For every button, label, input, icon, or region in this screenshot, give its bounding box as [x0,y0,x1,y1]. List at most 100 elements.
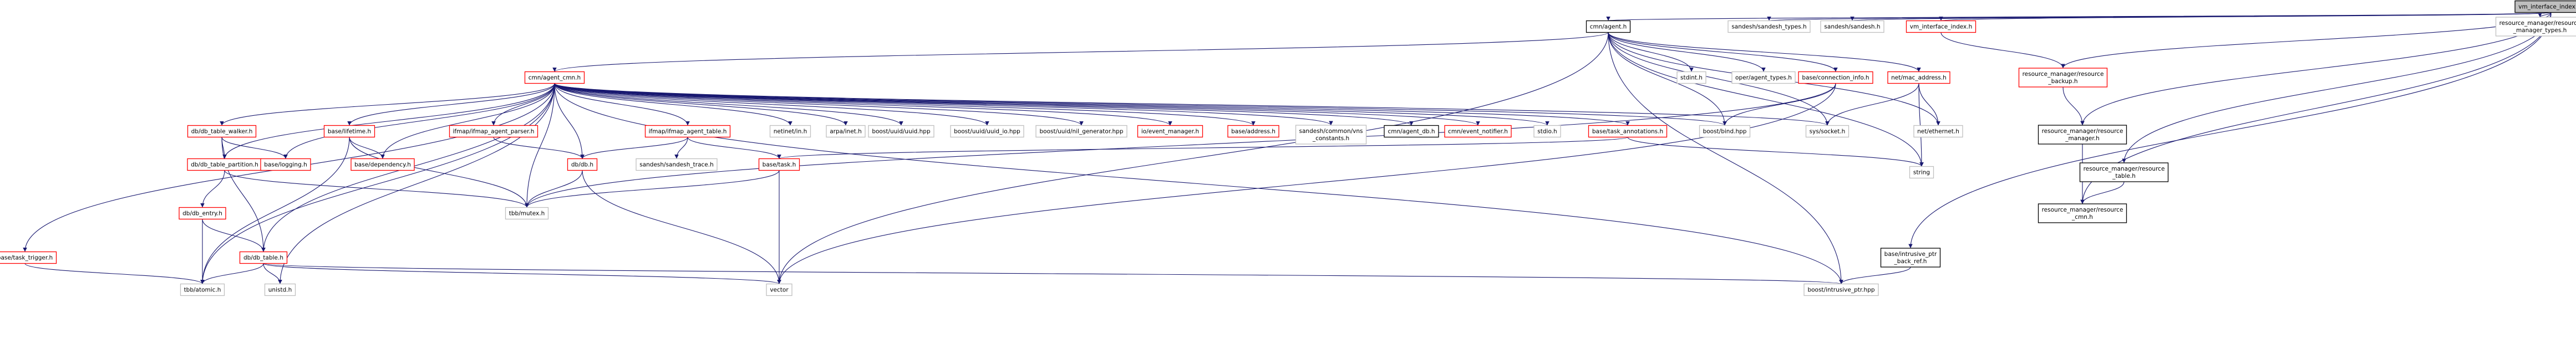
node-box [323,125,375,138]
node-rm_table[interactable]: resource_manager/resource_table.h [2079,162,2169,182]
node-sandesh_types: sandesh/sandesh_types.h [1728,20,1811,33]
node-cmn_agent[interactable]: cmn/agent.h [1586,20,1631,33]
edge-agent_cmn-to-base_lifetime [347,83,555,126]
node-base_task[interactable]: base/task.h [758,158,800,171]
node-label: _table.h [2112,173,2136,180]
node-label: base/intrusive_ptr [1884,251,1937,258]
node-ifmap_agent_parser[interactable]: ifmap/ifmap_agent_parser.h [449,125,538,138]
node-label: _manager.h [2065,135,2099,142]
node-conn_info[interactable]: base/connection_info.h [1798,71,1873,84]
node-label: sandesh/sandesh_types.h [1731,24,1806,30]
node-label: sandesh/sandesh_trace.h [639,162,714,168]
edge-agent_cmn-to-ifmap_agent_parser [491,83,555,126]
node-label: boost/uuid/uuid_io.hpp [954,129,1020,135]
edge-cmn_agent-to-mac_address [1608,32,1921,72]
node-box [505,207,549,220]
edge-db_table-to-vector [263,263,781,284]
node-box [826,125,866,138]
node-label: base/task_annotations.h [1592,129,1663,135]
node-db_table[interactable]: db/db_table.h [239,251,288,264]
node-label: base/dependency.h [354,162,411,168]
node-rm_manager[interactable]: resource_manager/resource_manager.h [2038,125,2127,145]
edge-agent_cmn-to-unistd [278,83,555,284]
node-db_db[interactable]: db/db.h [567,158,598,171]
node-label: resource_manager/resource [2023,71,2104,78]
node-event_notifier[interactable]: cmn/event_notifier.h [1444,125,1512,138]
node-rm_backup[interactable]: resource_manager/resource_backup.h [2018,68,2108,88]
edge-db_table_walker-to-db_table [221,137,266,252]
node-vm_interface_index_h[interactable]: vm_interface_index.h [1906,20,1977,33]
node-box [1227,125,1279,138]
node-base_address[interactable]: base/address.h [1227,125,1279,138]
edge-cmn_agent-to-boost_bind [1608,32,1727,126]
node-label: vm_interface_index.cc [2518,4,2576,11]
node-base_lifetime[interactable]: base/lifetime.h [323,125,375,138]
node-db_table_walker[interactable]: db/db_table_walker.h [187,125,257,138]
node-io_event_manager[interactable]: io/event_manager.h [1137,125,1203,138]
node-label: boost/intrusive_ptr.hpp [1807,287,1874,294]
node-task_trigger[interactable]: base/task_trigger.h [0,251,57,264]
node-label: tbb/mutex.h [509,211,545,217]
node-intrusive_ptr_back_ref[interactable]: base/intrusive_ptr_back_ref.h [1880,248,1941,268]
node-sys_socket: sys/socket.h [1805,125,1850,138]
node-box [1295,125,1367,145]
edge-base_lifetime-to-base_dependency [349,137,385,159]
node-box [2495,17,2576,37]
edge-db_entry-to-db_table [202,219,266,252]
edge-agent_cmn-to-uuid_gen [554,83,1084,126]
edge-ifmap_agent_table-to-sandesh_trace [674,137,688,159]
node-boost_bind: boost/bind.hpp [1699,125,1751,138]
edge-cmn_agent-to-stdint [1608,32,1694,72]
node-agent_db[interactable]: cmn/agent_db.h [1384,125,1439,138]
edge-root-to-vm_interface_index_h [1939,12,2552,22]
node-box [1880,248,1941,268]
edge-agent_cmn-to-arpa_inet [554,83,848,126]
node-label: stdint.h [1680,75,1703,81]
node-box [1384,125,1439,138]
node-label: db/db_table.h [243,255,283,261]
edge-agent_cmn-to-io_event_manager [554,83,1172,126]
node-root[interactable]: vm_interface_index.cc [2514,0,2576,13]
node-label: db/db_table_walker.h [191,129,253,135]
node-box [1533,125,1561,138]
node-box [1588,125,1668,138]
edge-base_lifetime-to-tbb_atomic [200,137,350,284]
node-mac_address[interactable]: net/mac_address.h [1887,71,1950,84]
node-base_logging[interactable]: base/logging.h [260,158,311,171]
node-box [239,251,288,264]
edge-agent_cmn-to-tbb_atomic [200,83,555,284]
node-box [1728,20,1811,33]
edge-agent_cmn-to-base_dependency [380,83,555,159]
node-label: _cmn.h [2071,214,2093,220]
node-uuid_gen: boost/uuid/nil_generator.hpp [1035,125,1127,138]
node-base_dependency[interactable]: base/dependency.h [350,158,415,171]
edge-agent_cmn-to-intrusive_ptr [554,83,1843,284]
edge-agent_cmn-to-ifmap_agent_table [554,83,690,126]
edge-db_table_partition-to-tbb_mutex [224,170,529,208]
edge-db_table-to-unistd [263,263,282,284]
node-agent_cmn[interactable]: cmn/agent_cmn.h [524,71,585,84]
edge-agent_cmn-to-sys_socket [554,83,1830,126]
node-vns_constants: sandesh/common/vns_constants.h [1295,125,1367,145]
node-ifmap_agent_table[interactable]: ifmap/ifmap_agent_table.h [644,125,731,138]
node-box [260,158,311,171]
node-box [0,251,57,264]
edge-agent_cmn-to-agent_db [554,83,1414,126]
node-db_table_partition[interactable]: db/db_table_partition.h [187,158,262,171]
node-rm_cmn[interactable]: resource_manager/resource_cmn.h [2038,203,2127,223]
node-label: sandesh/common/vns [1299,128,1363,135]
node-label: base/address.h [1231,129,1276,135]
node-box [1805,125,1850,138]
edge-agent_cmn-to-db_db [554,83,585,159]
node-label: base/lifetime.h [328,129,371,135]
edge-db_table_walker-to-base_logging [221,137,288,159]
node-label: boost/uuid/uuid.hpp [872,129,931,135]
node-label: boost/uuid/nil_generator.hpp [1039,129,1123,135]
node-string: string [1909,166,1934,179]
edge-agent_cmn-to-base_logging [283,83,555,159]
nodes-layer: vm_interface_index.cc cmn/agent.h sandesh/… [0,0,2576,296]
node-db_entry[interactable]: db/db_entry.h [179,207,226,220]
node-sandesh_h: sandesh/sandesh.h [1820,20,1884,33]
node-task_annotations[interactable]: base/task_annotations.h [1588,125,1668,138]
